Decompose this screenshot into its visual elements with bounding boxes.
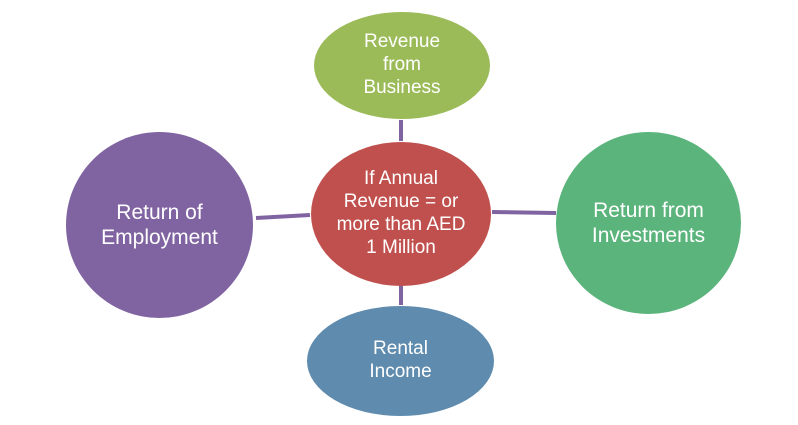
node-return-from-investments: Return from Investments — [556, 132, 741, 314]
node-rental-income: Rental Income — [307, 306, 494, 416]
center-node-annual-revenue: If Annual Revenue = or more than AED 1 M… — [311, 142, 491, 286]
connector-right — [491, 210, 557, 215]
connector-left — [255, 213, 311, 220]
node-label: Revenue from Business — [363, 31, 441, 98]
center-label: If Annual Revenue = or more than AED 1 M… — [336, 168, 466, 258]
node-revenue-from-business: Revenue from Business — [314, 12, 490, 119]
node-label: Return from Investments — [591, 198, 706, 247]
node-label: Rental Income — [369, 338, 432, 382]
node-return-of-employment: Return of Employment — [66, 132, 253, 318]
node-label: Return of Employment — [101, 200, 218, 249]
